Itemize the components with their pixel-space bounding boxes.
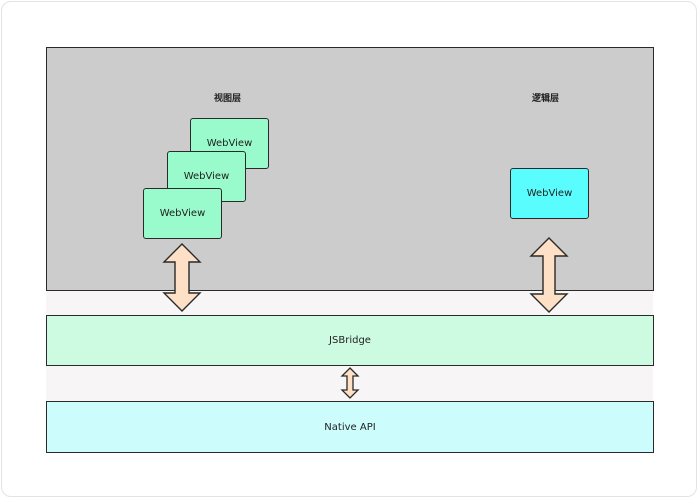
view-layer-label: 视图层: [214, 94, 242, 104]
logic-webview: WebView: [510, 168, 589, 219]
bridge-native-arrow: [340, 367, 360, 399]
native-api-layer: Native API: [46, 401, 654, 453]
logic-layer-label: 逻辑层: [532, 94, 560, 104]
logic-bridge-arrow: [529, 237, 569, 313]
jsbridge-layer: JSBridge: [46, 315, 654, 366]
view-bridge-arrow: [162, 243, 202, 312]
view-webview-front: WebView: [143, 188, 222, 239]
